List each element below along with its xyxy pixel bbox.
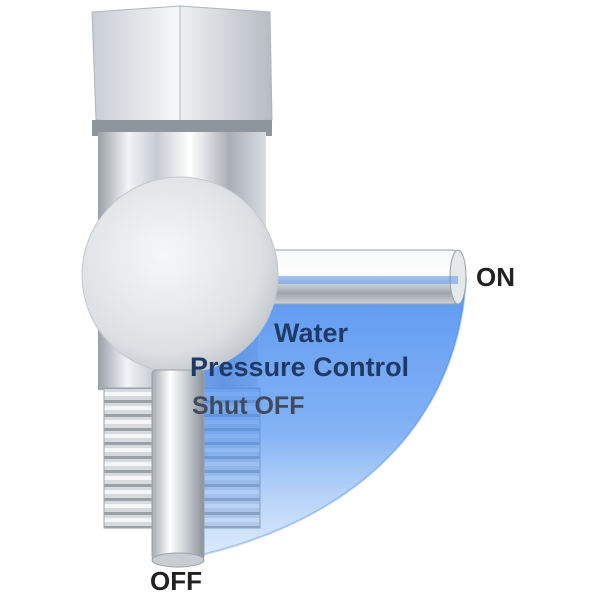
valve-disc xyxy=(81,176,279,374)
handle-off-position xyxy=(151,369,205,568)
hex-nut xyxy=(91,5,273,136)
overlay-text-shut-off: Shut OFF xyxy=(192,392,305,420)
rotation-arc-edge xyxy=(177,277,467,561)
rotation-arc-overlay xyxy=(178,278,466,560)
on-label: ON xyxy=(476,262,515,292)
off-label: OFF xyxy=(150,566,202,596)
overlay-text-pressure-control: Pressure Control xyxy=(190,352,410,382)
overlay-text-water: Water xyxy=(274,318,349,348)
